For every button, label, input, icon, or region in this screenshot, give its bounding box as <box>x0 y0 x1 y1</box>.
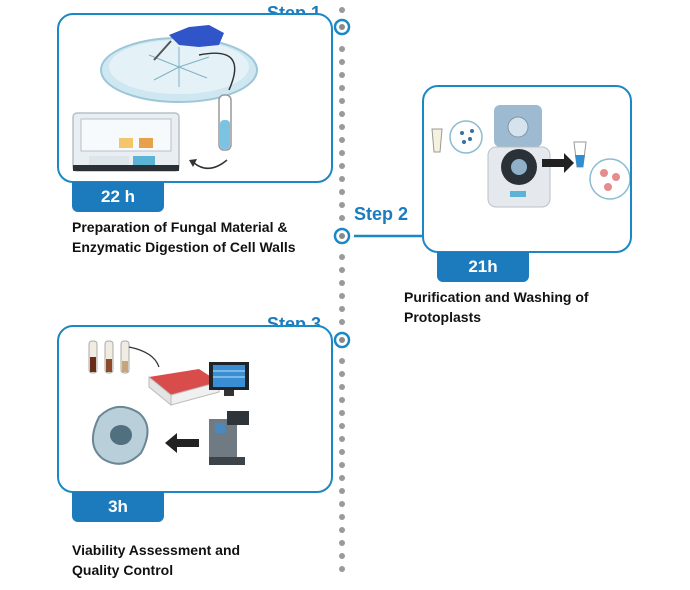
timeline-dot <box>339 436 345 442</box>
timeline-dot <box>339 150 345 156</box>
timeline-dot <box>339 449 345 455</box>
timeline-dot <box>339 566 345 572</box>
step-2-duration-badge: 21h <box>437 252 529 282</box>
timeline-dot <box>339 189 345 195</box>
timeline-dot <box>339 98 345 104</box>
timeline-dot <box>339 423 345 429</box>
timeline-dot <box>339 124 345 130</box>
timeline-dot <box>339 410 345 416</box>
step-1-caption: Preparation of Fungal Material & Enzymat… <box>72 219 296 255</box>
step-2-card <box>422 85 632 253</box>
timeline-dot <box>339 280 345 286</box>
timeline-dot <box>339 163 345 169</box>
timeline-dot <box>339 202 345 208</box>
timeline-dot <box>339 384 345 390</box>
timeline-dot <box>339 358 345 364</box>
centrifuge-illustration <box>431 105 630 208</box>
timeline-dot <box>339 176 345 182</box>
timeline-dot <box>339 254 345 260</box>
timeline-dot <box>339 527 345 533</box>
viability-assessment-illustration <box>88 340 249 465</box>
timeline-dot <box>339 7 345 13</box>
timeline-dot <box>339 267 345 273</box>
timeline-dot <box>339 137 345 143</box>
timeline-dot <box>339 215 345 221</box>
timeline-dot <box>339 475 345 481</box>
timeline-dot <box>339 85 345 91</box>
step-2-label: Step 2 <box>354 204 409 224</box>
timeline-dot <box>339 501 345 507</box>
fungal-culture-illustration <box>72 25 258 172</box>
timeline-dot <box>339 72 345 78</box>
step-1-duration-badge: 22 h <box>72 182 164 212</box>
step-3-caption: Viability Assessment and Quality Control <box>72 542 241 578</box>
timeline-dot <box>339 462 345 468</box>
timeline-dot <box>339 111 345 117</box>
timeline-dot <box>339 46 345 52</box>
timeline-dot <box>339 371 345 377</box>
timeline-dot <box>339 59 345 65</box>
timeline-dot <box>339 540 345 546</box>
step-3-duration-badge: 3h <box>72 492 164 522</box>
timeline-dot <box>339 553 345 559</box>
timeline-dot <box>339 293 345 299</box>
timeline-dot <box>339 319 345 325</box>
timeline-dot <box>339 488 345 494</box>
timeline-dotted-line <box>339 7 345 572</box>
step-3-card <box>57 325 333 493</box>
step-1-card <box>57 13 333 183</box>
timeline-dot <box>339 514 345 520</box>
step-2-caption: Purification and Washing of Protoplasts <box>404 289 589 325</box>
timeline-dot <box>339 306 345 312</box>
timeline-dot <box>339 397 345 403</box>
